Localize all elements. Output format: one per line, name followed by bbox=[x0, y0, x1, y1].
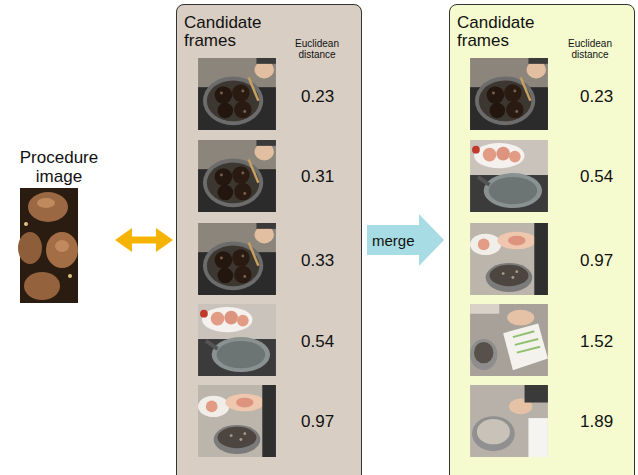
distance-value: 0.31 bbox=[301, 167, 334, 187]
distance-value: 0.23 bbox=[301, 87, 334, 107]
panel-title: Candidate frames bbox=[184, 14, 284, 50]
distance-value: 0.23 bbox=[580, 87, 613, 107]
candidate-panel: Candidate framesEuclidean distance bbox=[176, 4, 362, 475]
column-header: Euclidean distance bbox=[285, 38, 349, 60]
distance-value: 0.54 bbox=[301, 332, 334, 352]
edge-label: merge bbox=[370, 232, 417, 249]
column-header: Euclidean distance bbox=[558, 38, 622, 60]
merge-arrow bbox=[367, 214, 444, 266]
procedure-node: Procedure image bbox=[5, 146, 113, 310]
distance-value: 1.52 bbox=[580, 332, 613, 352]
candidate-panel: Candidate framesEuclidean distance bbox=[449, 4, 635, 475]
distance-value: 1.89 bbox=[580, 412, 613, 432]
procedure-photo bbox=[18, 188, 78, 303]
distance-value: 0.97 bbox=[580, 251, 613, 271]
frame-thumbnails bbox=[198, 58, 548, 457]
panel-title: Candidate frames bbox=[457, 14, 557, 50]
distance-value: 0.97 bbox=[301, 412, 334, 432]
match-arrow bbox=[115, 228, 173, 252]
distance-value: 0.33 bbox=[301, 251, 334, 271]
node-title: Procedure image bbox=[5, 148, 113, 186]
distance-value: 0.54 bbox=[580, 167, 613, 187]
